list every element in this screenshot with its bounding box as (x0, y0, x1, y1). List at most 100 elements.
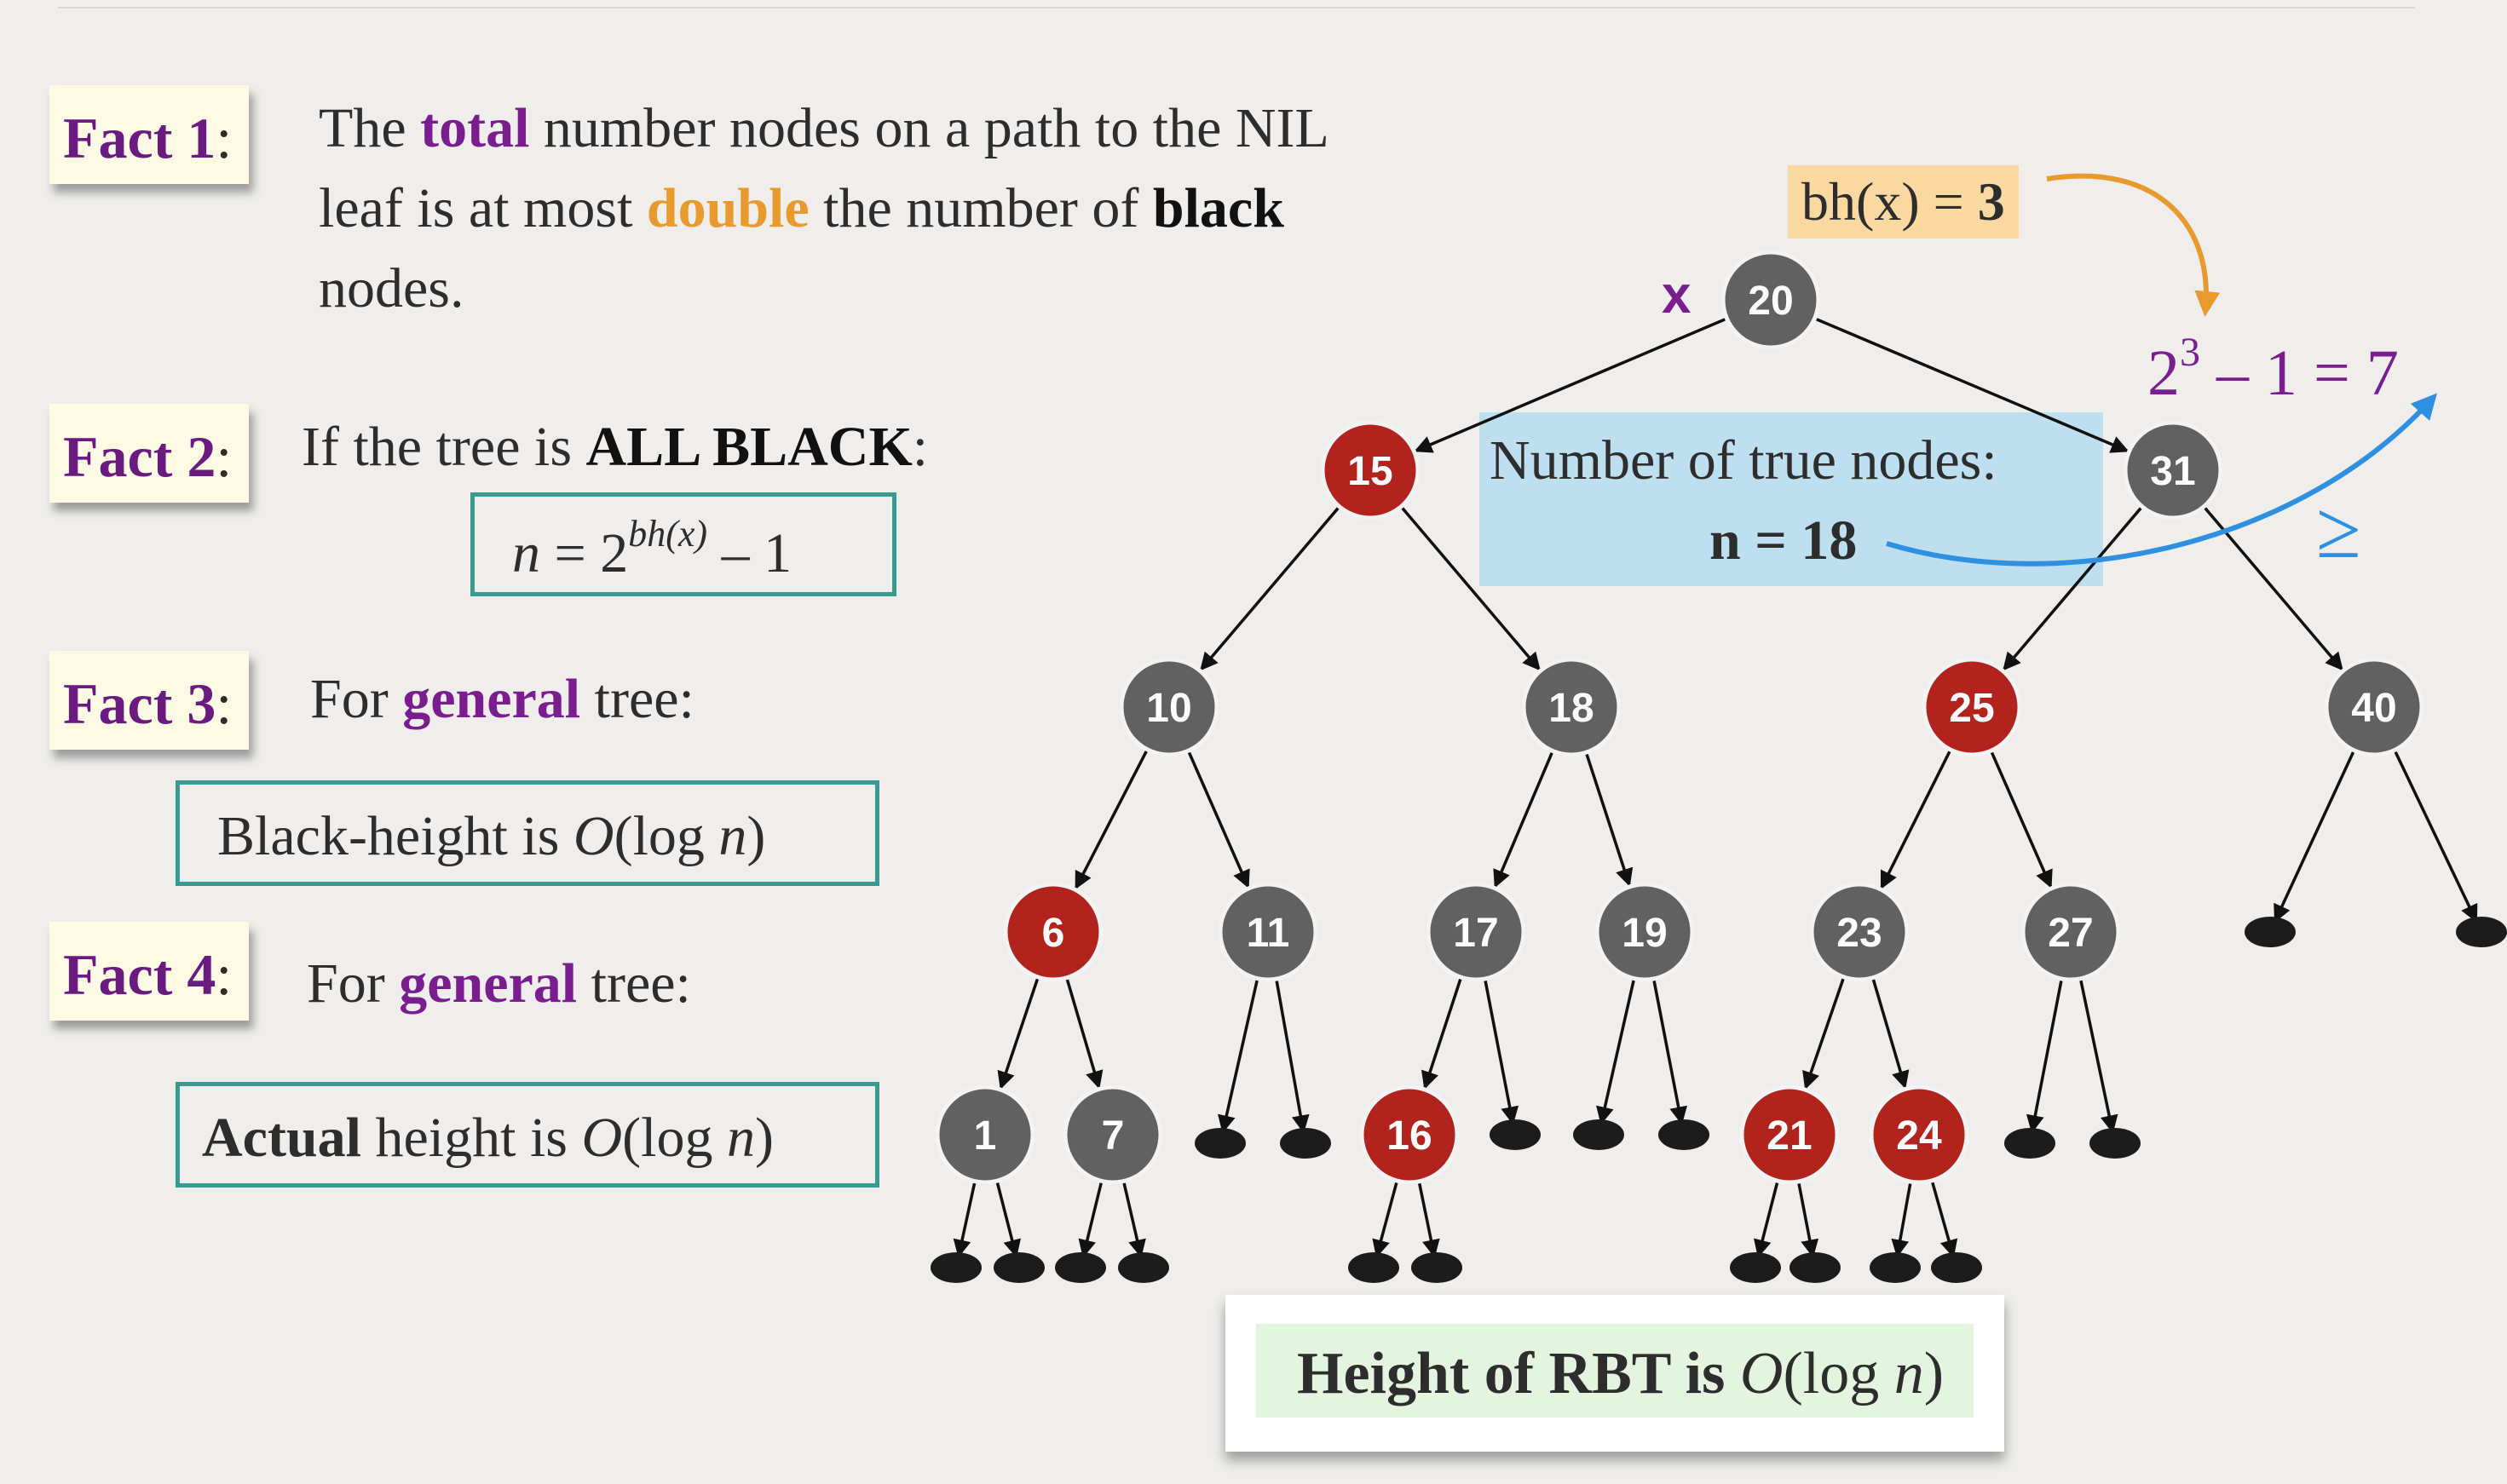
tree-node-27: 27 (2020, 882, 2121, 982)
fact-4-box-post: ) (754, 1107, 774, 1169)
nil-edge (2393, 749, 2478, 923)
tree-edge (1421, 976, 1463, 1090)
fact-1-l1-pre: The (319, 97, 421, 159)
fact-4-general: general (399, 952, 578, 1015)
fact-4-tag-text: Fact 4 (63, 942, 216, 1007)
tree-node-label: 15 (1347, 449, 1392, 494)
fact-3-box: Black-height is O(log n) (176, 780, 879, 886)
bh-pre: bh(x) = (1801, 171, 1978, 232)
fact-2-tag: Fact 2: (49, 404, 250, 503)
sum-base: 2 (2147, 337, 2180, 409)
tree-node-25: 25 (1922, 657, 2022, 757)
tree-node-label: 11 (1247, 911, 1290, 956)
conclusion-pre: Height of RBT is (1297, 1341, 1740, 1406)
fact-3-tag-text: Fact 3 (63, 671, 216, 736)
fact-3-text: For general tree: (310, 659, 694, 739)
formula-n: n (512, 522, 540, 584)
fact-1-l2-pre: leaf is at most (319, 177, 647, 239)
tree-node-circle (1922, 657, 2022, 757)
fact-3-box-post: ) (746, 805, 766, 867)
fact-2-post: : (912, 416, 929, 478)
formula-rest: – 1 (707, 522, 792, 584)
nil-leaf (1870, 1252, 1921, 1283)
tree-edge (1065, 977, 1104, 1090)
tree-node-label: 20 (1748, 279, 1793, 324)
fact-3-post: tree: (580, 668, 694, 730)
fact-1-total: total (420, 97, 530, 159)
nil-edge (1930, 1180, 1958, 1258)
conclusion-highlight: Height of RBT is O(log n) (1256, 1324, 1974, 1418)
tree-edge (1200, 505, 1341, 671)
tree-edge (1584, 751, 1634, 887)
tree-node-label: 40 (2351, 686, 2396, 731)
tree-node-1: 1 (935, 1084, 1035, 1185)
fact-3-general: general (402, 668, 581, 730)
fact-4-box-o: O (581, 1107, 623, 1169)
nil-edge (1417, 1181, 1440, 1258)
tree-edge (1414, 317, 1728, 453)
nil-edge (1218, 978, 1259, 1134)
tree-node-10: 10 (1119, 657, 1219, 757)
fact-2-text: If the tree is ALL BLACK: (302, 407, 928, 487)
nil-leaf (1730, 1252, 1781, 1283)
nil-leaf (994, 1252, 1045, 1283)
true-nodes-value: n = 18 (1709, 509, 1858, 572)
tree-node-23: 23 (1809, 882, 1910, 982)
nil-edge (1275, 978, 1310, 1134)
tree-node-circle (1594, 882, 1695, 982)
nil-leaf (2089, 1128, 2141, 1159)
fact-4-box-pre: height is (360, 1107, 582, 1169)
fact-3-tag: Fact 3: (49, 651, 250, 750)
nil-edge (1078, 1180, 1104, 1258)
fact-4-box: Actual height is O(log n) (176, 1082, 879, 1188)
tree-node-15: 15 (1320, 420, 1421, 521)
tree-edge (1813, 317, 2130, 453)
tree-edge (1186, 750, 1250, 889)
tree-node-circle (1720, 250, 1821, 350)
nil-leaf (1658, 1119, 1709, 1150)
nil-edge (2026, 978, 2064, 1134)
fact-3-box-n: n (718, 805, 747, 867)
nil-leaf (2004, 1128, 2055, 1159)
nil-leaves (931, 749, 2507, 1283)
fact-2-all-black: ALL BLACK (585, 416, 913, 478)
tree-node-circle (1063, 1084, 1163, 1185)
formula-eq: = 2 (540, 522, 629, 584)
tree-edge (997, 976, 1040, 1090)
tree-node-label: 16 (1386, 1113, 1432, 1159)
tree-node-11: 11 (1218, 882, 1318, 982)
nil-edge (1483, 978, 1519, 1125)
conclusion-panel: Height of RBT is O(log n) (1225, 1295, 2004, 1452)
fact-1-l2-mid: the number of (809, 177, 1153, 239)
fact-1-line-1: The total number nodes on a path to the … (319, 89, 1329, 169)
tree-node-circle (1809, 882, 1910, 982)
tree-node-circle (1119, 657, 1219, 757)
tree-node-31: 31 (2123, 420, 2223, 521)
nil-edge (2078, 978, 2118, 1134)
fact-1-tag: Fact 1: (49, 85, 250, 184)
nil-leaf (1490, 1119, 1541, 1150)
sum-exp: 3 (2180, 330, 2200, 375)
tree-node-17: 17 (1426, 882, 1526, 982)
fact-1-line-2: leaf is at most double the number of bla… (319, 169, 1329, 249)
fact-3-box-o: O (573, 805, 614, 867)
n-geq-arrow (1886, 393, 2438, 567)
bh-to-sum-arrow (2046, 173, 2221, 317)
tree-node-circle (1426, 882, 1526, 982)
fact-4-post: tree: (577, 952, 691, 1015)
conclusion-o: O (1739, 1341, 1784, 1406)
nil-edge (1121, 1181, 1146, 1258)
tree-node-label: 27 (2048, 911, 2093, 956)
fact-4-box-mid: (log (622, 1107, 727, 1169)
tree-node-label: 25 (1949, 686, 1994, 731)
bh-value: 3 (1977, 171, 2005, 232)
tree-node-circle (1739, 1084, 1840, 1185)
fact-1-l1-mid: number nodes on a path to the NIL (529, 97, 1329, 159)
fact-2-formula-box: n = 2bh(x) – 1 (470, 492, 896, 596)
nil-edge (953, 1181, 977, 1258)
tree-node-20: 20 (1720, 250, 1821, 350)
fact-4-pre: For (307, 952, 400, 1015)
node-count-sum: 23 – 1 = 7 (2147, 332, 2399, 406)
